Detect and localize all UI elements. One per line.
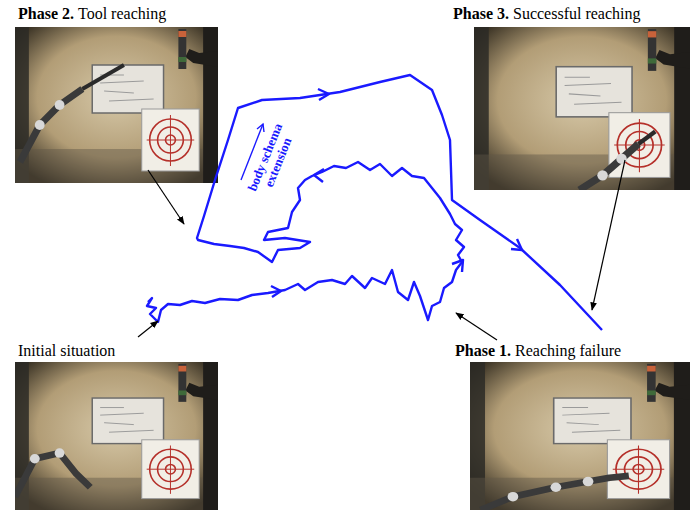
photo-room	[470, 362, 690, 510]
robot-joint	[55, 448, 65, 457]
robot-arm	[481, 476, 629, 510]
photo-caption: Phase 1.Reaching failure	[452, 341, 627, 361]
photo	[15, 27, 218, 183]
direction-arrowhead	[452, 260, 463, 272]
robot-arm	[579, 144, 638, 190]
leader-line	[148, 170, 184, 224]
direction-arrowhead	[314, 169, 324, 182]
robot-joint	[616, 153, 627, 163]
direction-arrowhead	[511, 239, 522, 250]
photo	[470, 362, 690, 510]
trajectory-arrows	[271, 89, 522, 297]
robot-joint	[597, 170, 608, 180]
phase-number: Phase 2.	[18, 5, 74, 22]
leader-lines	[138, 160, 625, 340]
photo-caption: Initial situation	[15, 341, 121, 361]
caption-text: Tool reaching	[78, 5, 166, 22]
phase-number: Phase 1.	[455, 342, 511, 359]
direction-arrowhead	[271, 286, 281, 297]
direction-arrowhead	[318, 89, 329, 100]
robot-arm	[15, 453, 90, 497]
leader-line	[456, 313, 497, 340]
robot-joint	[583, 477, 594, 486]
robot-tool	[638, 131, 655, 144]
photo	[474, 27, 690, 190]
robot-joint	[508, 492, 519, 501]
robot-joint	[550, 482, 561, 491]
robot-arm	[20, 89, 82, 162]
caption-text: Initial situation	[18, 342, 115, 359]
photo-caption: Phase 2.Tool reaching	[15, 4, 172, 24]
caption-text: Successful reaching	[513, 5, 641, 22]
extension-arrow-head	[257, 124, 264, 132]
robot-joint	[35, 120, 45, 130]
annotation-label: body schema extension	[242, 112, 303, 208]
photo-caption: Phase 3.Successful reaching	[450, 4, 646, 24]
photo-room	[15, 362, 218, 510]
robot-joint	[55, 100, 65, 110]
photo-room	[474, 27, 690, 190]
photo-room	[15, 27, 218, 183]
photo	[15, 362, 218, 510]
robot-joint	[30, 454, 40, 463]
phase-number: Phase 3.	[453, 5, 509, 22]
leader-line	[138, 321, 158, 337]
robot-tool	[82, 65, 124, 89]
leader-line	[592, 160, 625, 310]
trajectory	[147, 75, 602, 330]
caption-text: Reaching failure	[515, 342, 621, 359]
